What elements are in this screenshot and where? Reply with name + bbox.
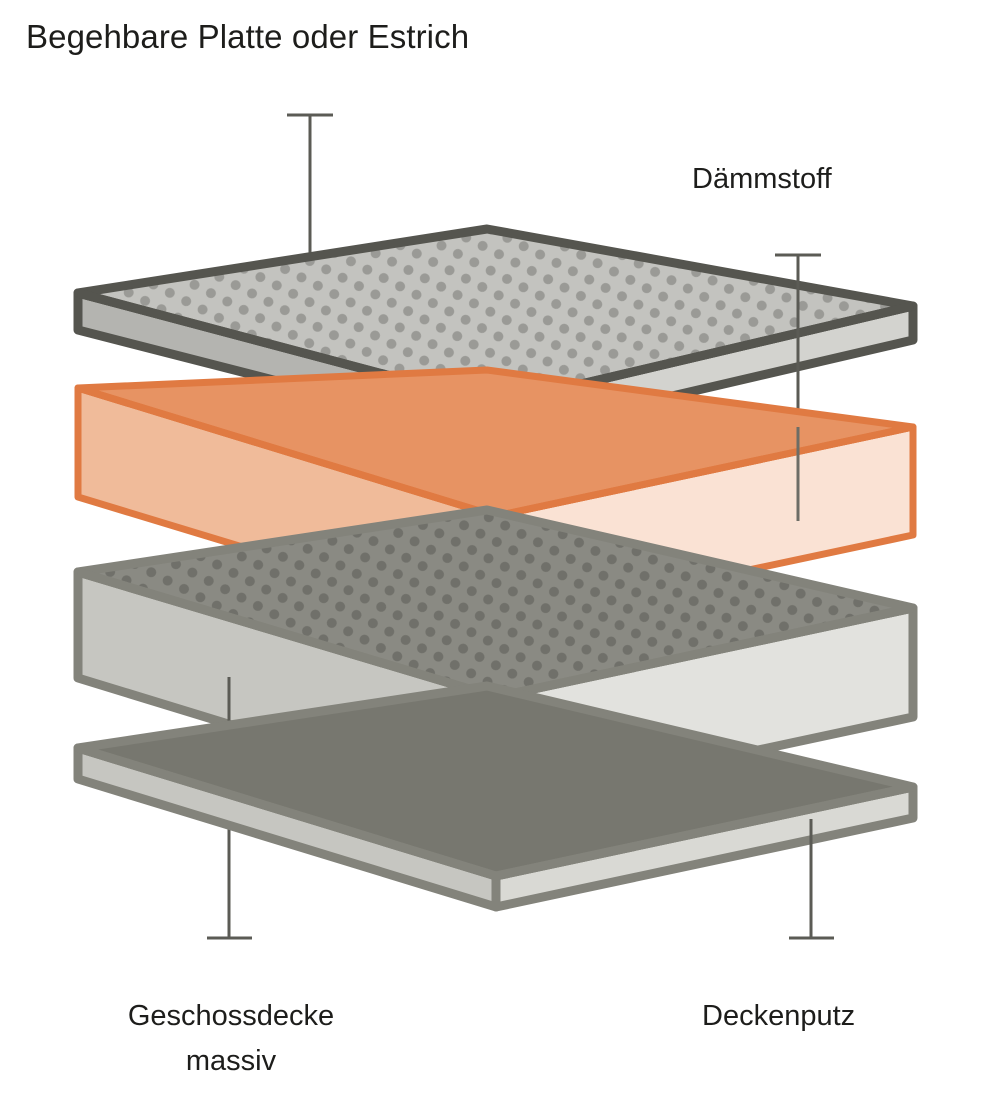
label-daemmstoff: Dämmstoff [692, 163, 832, 195]
label-geschossdecke: Geschossdecke massiv [84, 994, 378, 1084]
layer-deckenputz-front-edge [76, 743, 914, 881]
layer-deckenputz [73, 681, 918, 912]
label-geschossdecke-line1: Geschossdecke [127, 1000, 335, 1032]
label-geschossdecke-line2: massiv [185, 1044, 277, 1077]
label-deckenputz: Deckenputz [702, 1000, 856, 1032]
leader-line-deckenputz [789, 819, 834, 940]
leader-line-platte [287, 113, 333, 268]
page-title: Begehbare Platte oder Estrich [26, 18, 470, 55]
